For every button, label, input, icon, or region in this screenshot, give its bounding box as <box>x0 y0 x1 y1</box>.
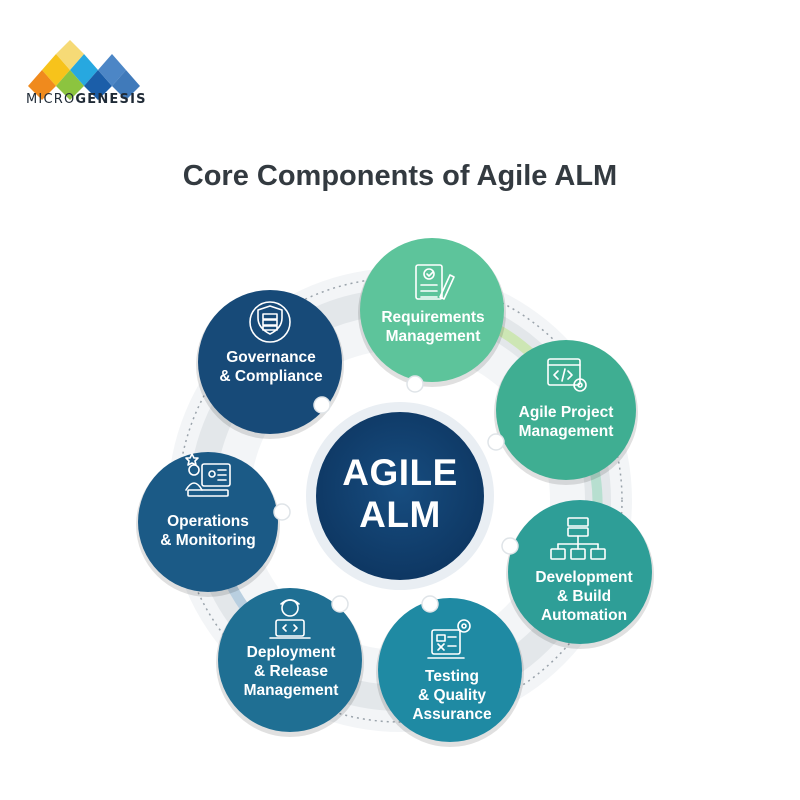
component-node-4 <box>376 598 524 747</box>
component-label-operations: Operations& Monitoring <box>160 513 256 549</box>
component-node-1 <box>358 238 506 387</box>
connector-dot <box>487 433 505 451</box>
component-circle <box>378 598 522 742</box>
component-label-governance: Governance& Compliance <box>219 349 323 385</box>
connector-dot <box>273 503 291 521</box>
connector-dot <box>421 595 439 613</box>
checklist-pen-icon <box>415 264 455 300</box>
center-circle <box>316 412 484 580</box>
developer-laptop-icon <box>269 599 311 639</box>
component-circle <box>218 588 362 732</box>
component-node-5 <box>216 588 364 737</box>
center-label-line2: ALM <box>359 494 441 535</box>
component-circle <box>496 340 636 480</box>
microgenesis-logo <box>28 40 140 100</box>
component-node-3 <box>506 500 654 649</box>
server-hierarchy-icon <box>550 517 606 560</box>
component-circle <box>138 452 278 592</box>
code-window-gear-icon <box>547 358 587 392</box>
test-screen-icon <box>427 619 471 659</box>
component-node-2 <box>494 340 638 485</box>
component-circle <box>360 238 504 382</box>
connector-dot <box>331 595 349 613</box>
connector-dot <box>313 396 331 414</box>
shield-icon <box>249 301 291 343</box>
center-label-line1: AGILE <box>342 452 458 493</box>
center-label: AGILE ALM <box>318 452 482 536</box>
component-node-7 <box>196 290 344 439</box>
monitoring-person-icon <box>185 453 231 497</box>
brand-name: MICROGENESIS <box>26 92 147 107</box>
component-node-6 <box>136 452 280 597</box>
connector-dot <box>406 375 424 393</box>
component-circle <box>198 290 342 434</box>
page-title: Core Components of Agile ALM <box>182 160 618 192</box>
connector-dot <box>501 537 519 555</box>
component-circle <box>508 500 652 644</box>
